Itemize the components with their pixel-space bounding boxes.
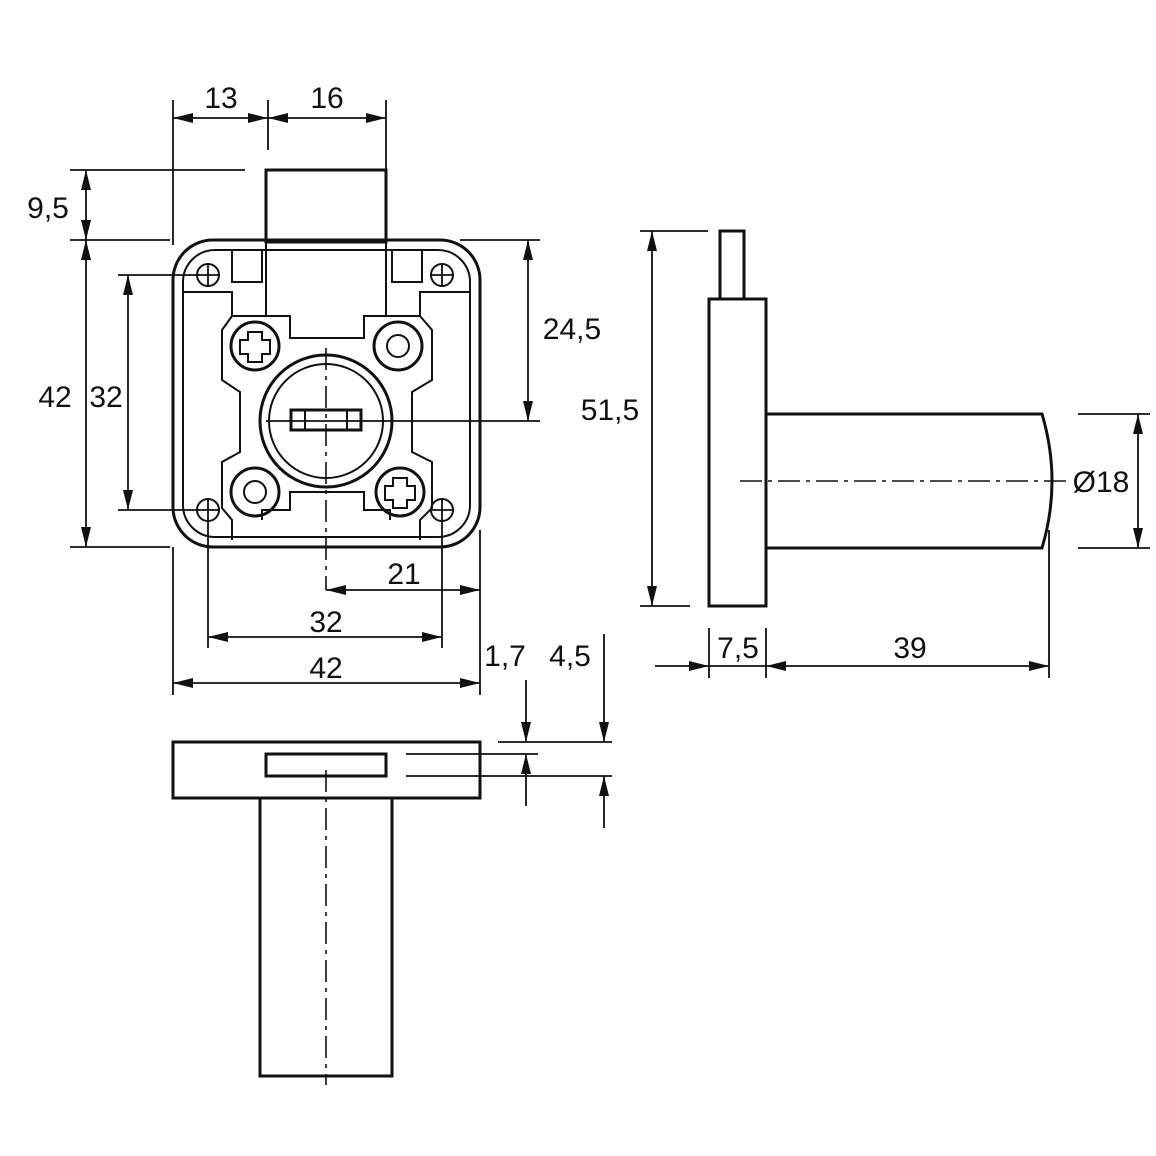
dim-9-5-label: 9,5	[27, 192, 69, 225]
side-bolt	[718, 229, 746, 301]
side-view-dimensions: 51,5 Ø18 7,5 39	[581, 230, 1150, 678]
dim-diameter-18-label: Ø18	[1073, 466, 1130, 499]
dim-51-5-label: 51,5	[581, 394, 639, 427]
dim-39-label: 39	[893, 632, 926, 665]
front-view-dimensions: 13 16 9,5 42 32 24,5 21 32 42	[27, 82, 601, 695]
dim-24-5-label: 24,5	[543, 313, 601, 346]
lock-body-inner	[182, 249, 471, 538]
front-view	[171, 168, 540, 590]
side-view	[707, 229, 1070, 608]
dim-32-vertical-label: 32	[89, 381, 122, 414]
dim-13-label: 13	[204, 82, 237, 115]
dim-16-label: 16	[310, 82, 343, 115]
top-view	[171, 740, 482, 1085]
screw-bottom-right	[374, 466, 426, 518]
dim-4-5-label: 4,5	[549, 640, 591, 673]
tab-top-right	[391, 249, 423, 283]
tab-top-left	[231, 249, 263, 283]
dim-21-label: 21	[387, 558, 420, 591]
dim-42-horizontal-label: 42	[309, 652, 342, 685]
boss-top-right	[372, 320, 424, 372]
boss-bottom-left	[229, 466, 281, 518]
dim-42-vertical-label: 42	[38, 381, 71, 414]
housing-profile	[183, 240, 470, 540]
dim-32-horizontal-label: 32	[309, 606, 342, 639]
screw-top-left	[229, 320, 281, 372]
dim-7-5-label: 7,5	[717, 632, 759, 665]
mounting-holes	[196, 263, 454, 522]
bolt	[264, 168, 388, 244]
side-flange	[707, 297, 768, 608]
top-view-dimensions: 1,7 4,5	[406, 634, 612, 828]
dim-1-7-label: 1,7	[484, 640, 526, 673]
